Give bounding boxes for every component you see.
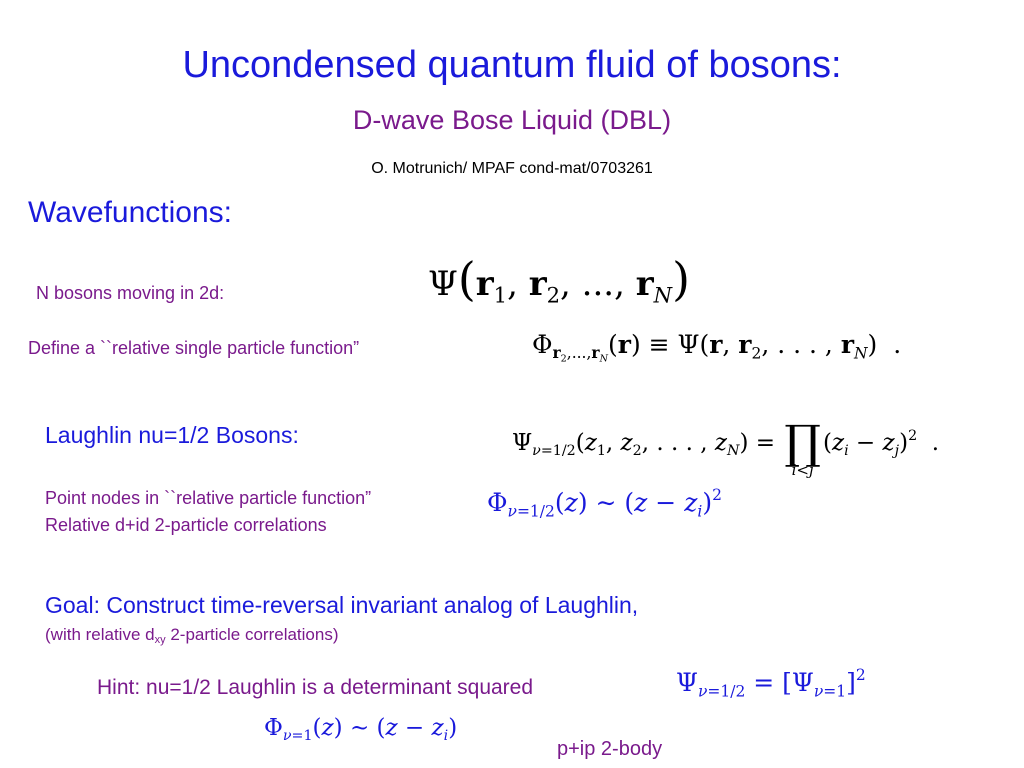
slide-title: Uncondensed quantum fluid of bosons: [182, 44, 842, 86]
nu-one-equation: Φν=1(z) ∼ (z − zi) [264, 715, 458, 744]
with-relative-label: (with relative dxy 2-particle correlatio… [45, 625, 339, 646]
point-nodes-equation: Φν=1/2(z) ∼ (z − zi)2 [487, 486, 722, 521]
with-relative-subscript: xy [154, 634, 166, 646]
with-relative-suffix: 2-particle correlations) [165, 625, 339, 644]
point-nodes-label: Point nodes in ``relative particle funct… [45, 488, 372, 508]
define-label: Define a ``relative single particle func… [28, 338, 360, 358]
slide-subtitle: D-wave Bose Liquid (DBL) [352, 105, 672, 135]
relative-function-equation: Φr2,...,rN(r) ≡ Ψ(r, r2, . . . , rN) . [532, 330, 902, 365]
pip-label: p+ip 2-body [557, 738, 663, 760]
with-relative-prefix: (with relative d [45, 625, 155, 644]
n-bosons-label: N bosons moving in 2d: [36, 283, 225, 303]
laughlin-equation: Ψν=1/2(z1, z2, . . . , zN) = ∏i<j(zi − z… [512, 415, 940, 479]
determinant-squared-equation: Ψν=1/2 = [Ψν=1]2 [676, 666, 866, 701]
laughlin-label: Laughlin nu=1/2 Bosons: [45, 422, 299, 448]
wavefunction-equation: Ψ(r1, r2, ..., rN) [428, 252, 690, 308]
hint-label: Hint: nu=1/2 Laughlin is a determinant s… [97, 676, 534, 699]
citation: O. Motrunich/ MPAF cond-mat/0703261 [371, 160, 653, 177]
goal-label: Goal: Construct time-reversal invariant … [45, 592, 639, 618]
section-heading: Wavefunctions: [28, 196, 232, 229]
relative-correlations-label: Relative d+id 2-particle correlations [45, 515, 327, 535]
